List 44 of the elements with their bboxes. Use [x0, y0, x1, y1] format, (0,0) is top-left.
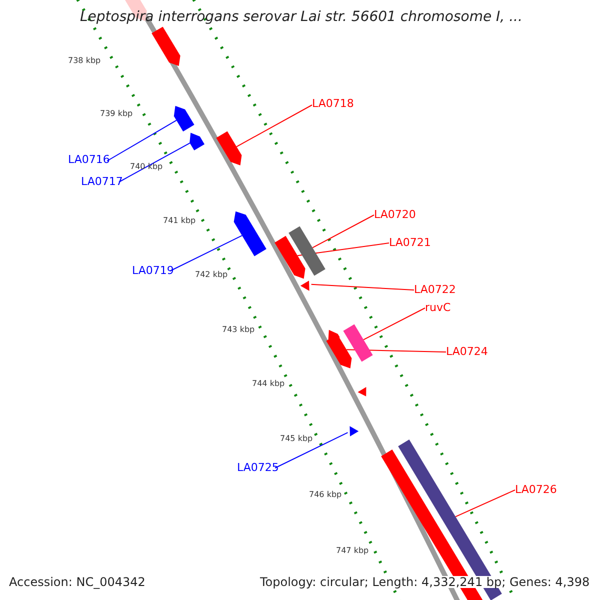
- gene-label: LA0720: [374, 209, 416, 220]
- gene-label: LA0725: [237, 462, 279, 473]
- leader-line: [118, 142, 190, 182]
- scale-label: 745 kbp: [280, 435, 313, 443]
- leader-line: [106, 120, 177, 162]
- gene-label: LA0726: [515, 484, 557, 495]
- footer-text: Topology: circular; Length: 4,332,241 bp; Genes: 4,398: [260, 576, 590, 588]
- gene-feature: [328, 330, 340, 343]
- scale-label: 740 kbp: [130, 163, 163, 171]
- leader-line: [274, 432, 348, 468]
- gene-label: LA0724: [446, 346, 488, 357]
- footer-text: Accession: NC_004342: [9, 576, 146, 588]
- scale-label: 741 kbp: [163, 217, 196, 225]
- gene-feature: [152, 26, 180, 66]
- gene-label: LA0718: [312, 98, 354, 109]
- gene-marker: [300, 280, 310, 291]
- gene-feature: [234, 211, 266, 256]
- gene-band: [288, 226, 326, 276]
- scale-label: 744 kbp: [252, 380, 285, 388]
- gene-label: LA0721: [389, 237, 431, 248]
- gene-label: LA0722: [414, 284, 456, 295]
- gene-label: LA0717: [81, 176, 123, 187]
- gene-band: [343, 324, 373, 362]
- gene-label: LA0716: [68, 154, 110, 165]
- leader-line: [312, 214, 374, 248]
- scale-label: 742 kbp: [195, 271, 228, 279]
- scale-label: 739 kbp: [100, 110, 133, 118]
- scale-label: 738 kbp: [68, 57, 101, 65]
- gene-marker: [350, 426, 359, 436]
- scale-label: 746 kbp: [309, 491, 342, 499]
- gene-feature: [274, 236, 306, 279]
- gene-marker: [358, 387, 366, 396]
- gene-feature: [174, 106, 194, 132]
- gene-label: LA0719: [132, 265, 174, 276]
- leader-line: [236, 104, 312, 148]
- leader-line: [310, 284, 414, 290]
- leader-line: [455, 490, 516, 518]
- title: Leptospira interrogans serovar Lai str. 56601 chromosome I, ...: [80, 10, 522, 24]
- scale-label: 743 kbp: [222, 326, 255, 334]
- scale-label: 747 kbp: [336, 547, 369, 555]
- gene-label: ruvC: [425, 302, 451, 313]
- leader-line: [363, 308, 426, 340]
- gene-feature: [190, 132, 204, 150]
- gene-feature: [216, 131, 242, 166]
